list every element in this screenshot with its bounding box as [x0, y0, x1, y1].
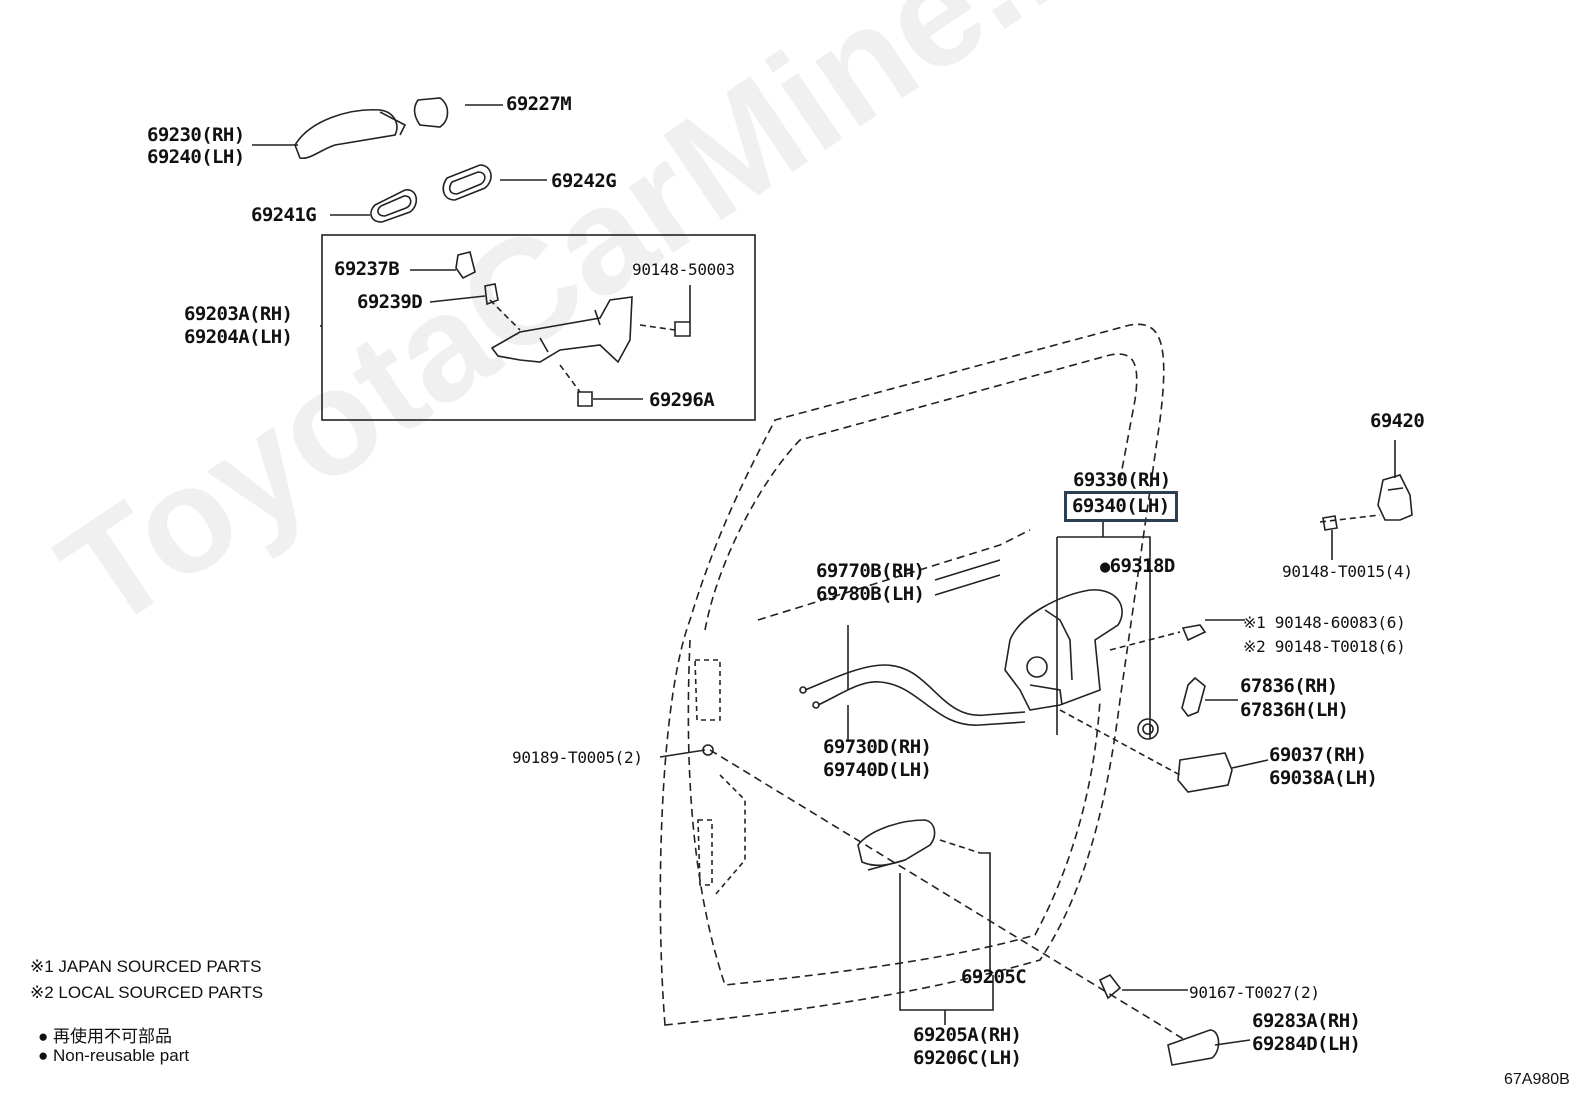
label-69241G: 69241G	[251, 204, 317, 226]
handle-cover	[1167, 1029, 1220, 1066]
legend-nonreusable-en: ● Non-reusable part	[38, 1046, 190, 1065]
inside-handle	[857, 819, 936, 867]
striker	[1377, 474, 1413, 521]
label-69780B: 69780B(LH)	[816, 583, 925, 605]
label-69318D: ●69318D	[1100, 555, 1175, 577]
door-inner-panel	[687, 639, 1101, 986]
label-69037: 69037(RH)	[1269, 744, 1367, 766]
label-69330: 69330(RH)	[1073, 469, 1171, 491]
label-69205C: 69205C	[961, 966, 1027, 988]
label-69240: 69240(LH)	[147, 146, 245, 168]
label-69284D: 69284D(LH)	[1252, 1033, 1361, 1055]
label-90189-T0005: 90189-T0005(2)	[512, 748, 643, 767]
lock-gasket	[1181, 676, 1206, 717]
label-69038A: 69038A(LH)	[1269, 767, 1378, 789]
gasket-front	[370, 189, 418, 223]
label-90148-50003: 90148-50003	[632, 260, 735, 279]
label-69296A: 69296A	[649, 389, 715, 411]
label-67836: 67836(RH)	[1240, 675, 1338, 697]
label-69770B: 69770B(RH)	[816, 560, 925, 582]
label-69204A: 69204A(LH)	[184, 326, 293, 348]
label-69227M: 69227M	[506, 93, 572, 115]
frame-assembly-box	[321, 234, 756, 421]
label-69242G: 69242G	[551, 170, 617, 192]
legend-nonreusable-jp: ● 再使用不可部品	[38, 1027, 172, 1046]
legend-note-local: ※2 LOCAL SOURCED PARTS	[30, 983, 264, 1002]
nonreusable-dot-icon: ●	[1100, 557, 1110, 577]
legend-note-japan: ※1 JAPAN SOURCED PARTS	[30, 957, 262, 976]
label-69206C: 69206C(LH)	[913, 1047, 1022, 1069]
label-69420: 69420	[1370, 410, 1425, 432]
figure-code: 67A980B	[1504, 1071, 1570, 1088]
gasket-rear	[442, 164, 492, 201]
handle-frame	[490, 296, 633, 364]
label-69283A: 69283A(RH)	[1252, 1010, 1361, 1032]
handle-cap	[413, 97, 449, 128]
bullet-icon: ●	[38, 1027, 53, 1046]
label-69203A: 69203A(RH)	[184, 303, 293, 325]
label-69237B: 69237B	[334, 258, 400, 280]
label-69740D: 69740D(LH)	[823, 759, 932, 781]
grommet	[1137, 718, 1159, 740]
door-outline	[659, 323, 1165, 1026]
label-69340-highlighted[interactable]: 69340(LH)	[1064, 491, 1178, 522]
label-69730D: 69730D(RH)	[823, 736, 932, 758]
label-69239D: 69239D	[357, 291, 423, 313]
door-lock	[1004, 589, 1123, 711]
label-67836H: 67836H(LH)	[1240, 699, 1349, 721]
label-69205A: 69205A(RH)	[913, 1024, 1022, 1046]
label-90167-T0027: 90167-T0027(2)	[1189, 983, 1320, 1002]
label-90148-T0015: 90148-T0015(4)	[1282, 562, 1413, 581]
cable	[804, 664, 1026, 716]
lock-link	[1177, 752, 1233, 793]
label-90148-60083: ※1 90148-60083(6)	[1243, 613, 1406, 632]
label-90148-T0018: ※2 90148-T0018(6)	[1243, 637, 1406, 656]
label-69230: 69230(RH)	[147, 124, 245, 146]
bullet-icon: ●	[38, 1046, 53, 1065]
window-frame	[704, 353, 1138, 631]
outer-handle	[294, 109, 398, 160]
